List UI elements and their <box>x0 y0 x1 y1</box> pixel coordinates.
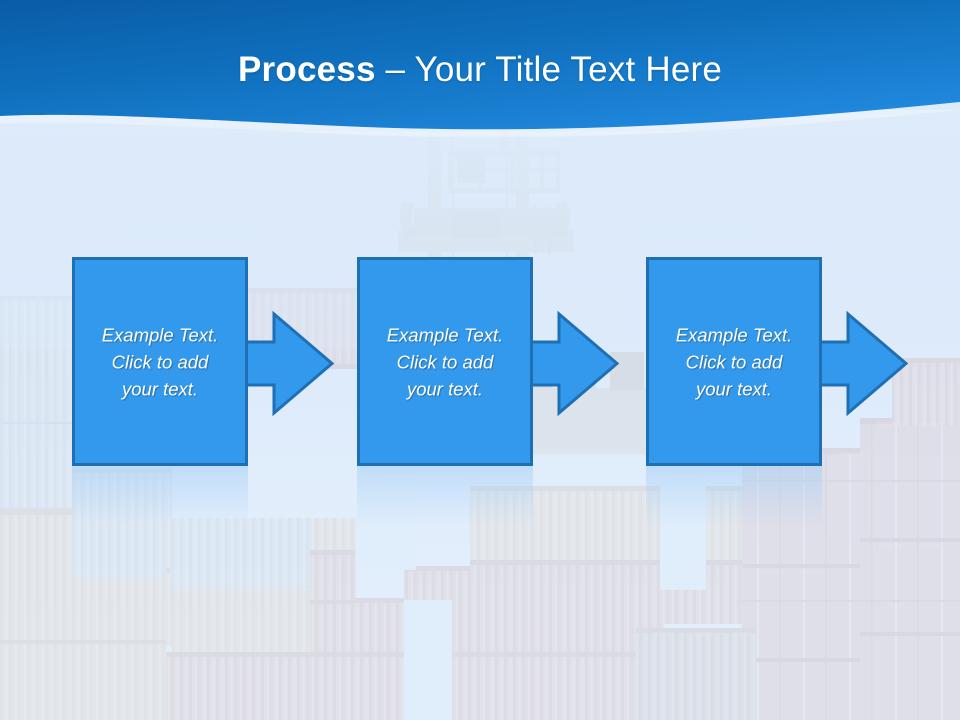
process-step-label-2: Example Text. Click to add your text. <box>386 324 504 399</box>
title-banner-shape <box>0 0 960 138</box>
process-step-label-1: Example Text. Click to add your text. <box>101 324 219 399</box>
step-reflection-3 <box>646 466 822 526</box>
title-separator: – <box>375 50 415 89</box>
process-step-box-3[interactable]: Example Text. Click to add your text. <box>646 257 822 466</box>
page-title: Process – Your Title Text Here <box>0 48 960 92</box>
process-step-label-3: Example Text. Click to add your text. <box>675 324 793 399</box>
process-step-box-1[interactable]: Example Text. Click to add your text. <box>72 257 248 466</box>
title-bold-part: Process <box>238 50 376 89</box>
title-regular-part: Your Title Text Here <box>414 50 722 89</box>
process-step-box-2[interactable]: Example Text. Click to add your text. <box>357 257 533 466</box>
process-step-3[interactable]: Example Text. Click to add your text. <box>646 257 909 466</box>
step-reflection-1 <box>72 466 248 526</box>
process-step-1[interactable]: Example Text. Click to add your text. <box>72 257 335 466</box>
step-reflection-2 <box>357 466 533 526</box>
title-banner: Process – Your Title Text Here <box>0 0 960 140</box>
process-step-2[interactable]: Example Text. Click to add your text. <box>357 257 620 466</box>
